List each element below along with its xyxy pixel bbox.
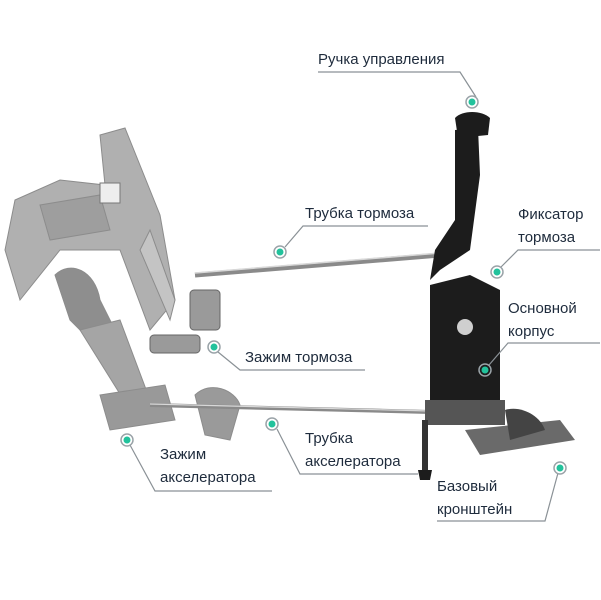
main-device (418, 112, 575, 480)
marker-dot (120, 433, 134, 447)
pedal-assembly (4, 127, 241, 441)
marker-dot (490, 265, 504, 279)
leader-lines (129, 71, 600, 522)
marker-dot (265, 417, 279, 431)
label-control-handle: Ручка управления (318, 51, 445, 68)
label-brake-tube: Трубка тормоза (305, 205, 415, 222)
marker-dots (120, 95, 567, 475)
label-brake-clamp: Зажим тормоза (245, 349, 353, 366)
brake-tube-rod (194, 252, 441, 278)
brake-clamp-part (149, 289, 221, 354)
marker-dot (553, 461, 567, 475)
marker-dot (465, 95, 479, 109)
marker-dot (273, 245, 287, 259)
marker-dot (478, 363, 492, 377)
accelerator-tube-rod (149, 403, 431, 414)
marker-dot (207, 340, 221, 354)
